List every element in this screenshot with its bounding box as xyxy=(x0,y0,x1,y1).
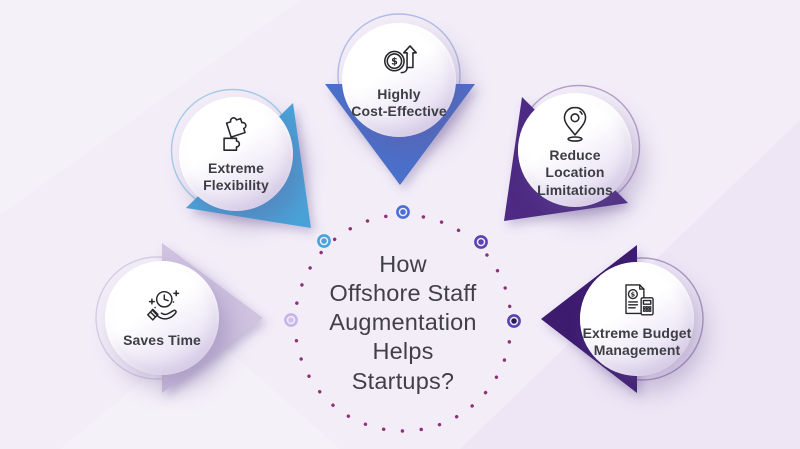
node-reduce-location-limitations: Reduce Location Limitations xyxy=(518,93,632,207)
flexibility-bullet xyxy=(315,232,333,250)
svg-text:$: $ xyxy=(391,56,398,67)
node-extreme-budget-management: $ Extreme Budget Management xyxy=(580,262,694,376)
puzzle-pieces-icon xyxy=(223,117,247,151)
node-circle: $ Highly Cost-Effective xyxy=(342,23,456,137)
node-extreme-flexibility: Extreme Flexibility xyxy=(179,97,293,211)
node-label: Extreme Budget Management xyxy=(582,324,692,358)
cost-bullet xyxy=(394,203,412,221)
center-title: How Offshore Staff Augmentation Helps St… xyxy=(329,251,477,394)
node-circle: Saves Time xyxy=(105,261,219,375)
node-label: Highly Cost-Effective xyxy=(351,85,447,119)
document-calculator-icon: $ xyxy=(625,284,654,316)
node-label: Saves Time xyxy=(123,332,201,349)
node-circle: Reduce Location Limitations xyxy=(518,93,632,207)
location-pin-icon xyxy=(563,107,587,143)
hand-clock-icon xyxy=(147,290,180,322)
node-label: Reduce Location Limitations xyxy=(537,147,613,198)
coin-growth-arrow-icon: $ xyxy=(384,45,418,74)
node-circle: $ Extreme Budget Management xyxy=(580,262,694,376)
node-label: Extreme Flexibility xyxy=(203,159,269,193)
node-saves-time: Saves Time xyxy=(105,261,219,375)
svg-text:$: $ xyxy=(631,290,636,298)
node-circle: Extreme Flexibility xyxy=(179,97,293,211)
node-highly-cost-effective: $ Highly Cost-Effective xyxy=(342,23,456,137)
location-bullet xyxy=(472,233,490,251)
